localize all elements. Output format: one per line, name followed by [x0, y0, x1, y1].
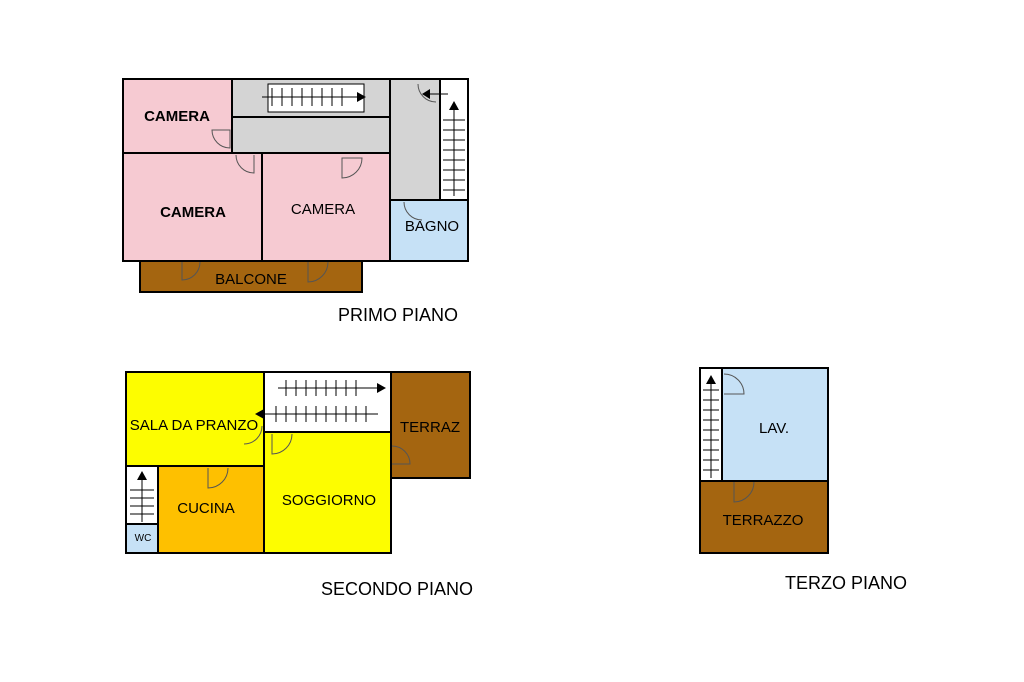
stairs-primo-horizontal [262, 83, 366, 113]
title-terzo-piano: TERZO PIANO [785, 573, 907, 593]
label-camera-mid: CAMERA [291, 201, 355, 218]
floor-terzo-piano: LAV. TERRAZZO TERZO PIANO [699, 367, 907, 593]
stairs-primo-vertical [443, 101, 465, 196]
label-camera-left: CAMERA [160, 204, 226, 221]
room-wc [125, 523, 159, 554]
door-sala [243, 425, 263, 445]
floor-primo-piano: CAMERA CAMERA CAMERA BAGNO BALCONE PRIMO… [122, 78, 469, 325]
room-camera-top [122, 78, 233, 154]
arrow-left-icon [422, 89, 448, 99]
label-camera-top: CAMERA [144, 108, 210, 125]
room-lav [721, 367, 829, 482]
label-soggiorno: SOGGIORNO [282, 492, 376, 509]
room-terraz [390, 371, 471, 479]
label-balcone: BALCONE [215, 271, 287, 288]
door-terrazzo [733, 481, 755, 503]
label-lav: LAV. [759, 420, 789, 437]
stairs-secondo-lower [255, 406, 378, 422]
door-soggiorno [271, 433, 293, 455]
door-terraz [391, 445, 411, 465]
title-secondo-piano: SECONDO PIANO [321, 579, 473, 599]
stairs-terzo [703, 375, 719, 478]
room-bagno [389, 199, 469, 262]
door-lav [723, 373, 745, 395]
room-camera-mid [261, 152, 391, 262]
label-wc: WC [135, 533, 152, 544]
door-balcone-right [307, 261, 329, 283]
door-balcone-left [181, 261, 201, 281]
room-sala-da-pranzo [125, 371, 265, 467]
door-camera-left [235, 154, 255, 174]
door-cucina [207, 467, 229, 489]
floor-secondo-piano: SALA DA PRANZO TERRAZ SOGGIORNO CUCINA W… [125, 371, 473, 599]
room-cucina [157, 465, 265, 554]
door-camera-mid [341, 157, 363, 179]
door-camera-top [211, 129, 231, 149]
stairs-secondo-upper [278, 380, 386, 396]
room-soggiorno [263, 431, 392, 554]
door-corridor-top [417, 83, 437, 103]
stairs-secondo-wc [130, 471, 154, 522]
door-bagno [403, 201, 423, 221]
stair-block-secondo [263, 371, 392, 433]
room-terrazzo [699, 480, 829, 554]
label-terraz: TERRAZ [400, 419, 460, 436]
label-terrazzo: TERRAZZO [723, 512, 804, 529]
title-primo-piano: PRIMO PIANO [338, 305, 458, 325]
room-balcone [139, 260, 363, 293]
label-cucina: CUCINA [177, 500, 235, 517]
label-sala-da-pranzo: SALA DA PRANZO [130, 417, 258, 434]
label-bagno: BAGNO [405, 218, 459, 235]
